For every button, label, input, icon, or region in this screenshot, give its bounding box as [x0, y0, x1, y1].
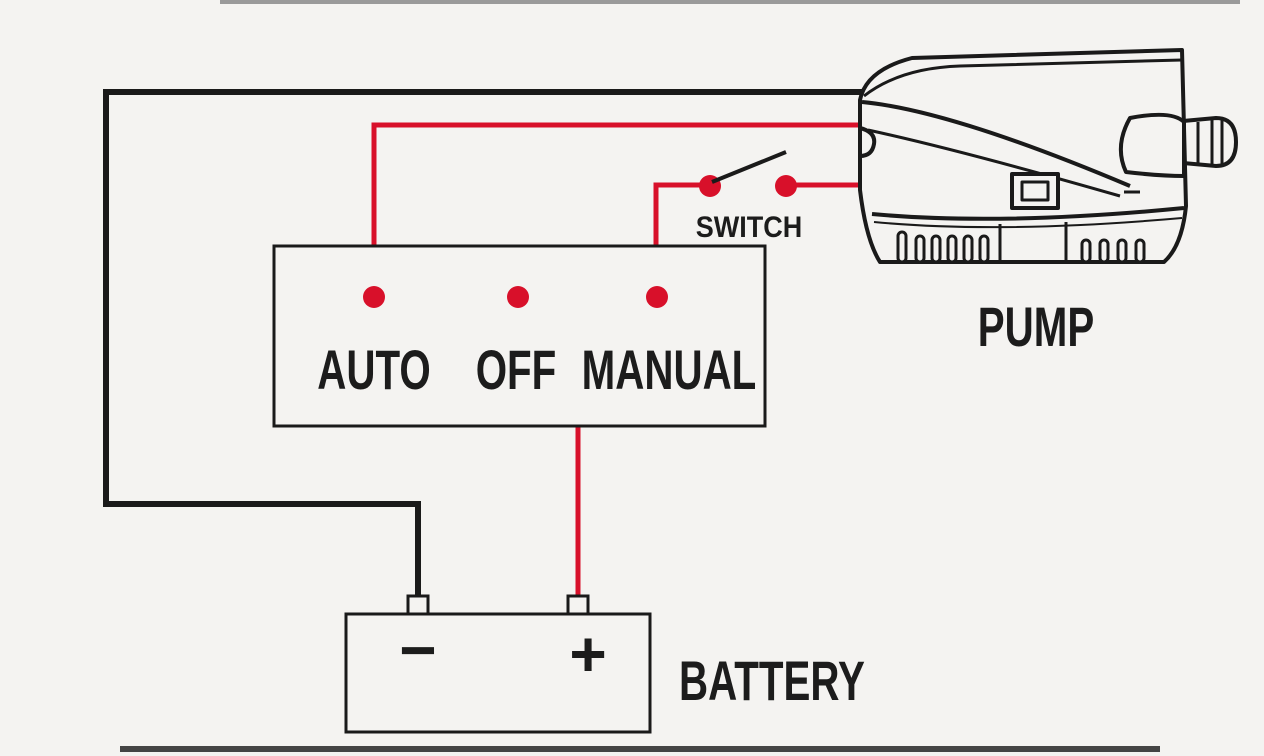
scan-edge-marks: [120, 0, 1240, 752]
switch-lever: [711, 150, 787, 184]
negative-wire-ground: [103, 89, 868, 596]
auto-wire: [371, 122, 868, 296]
battery-negative-post: [406, 594, 430, 616]
battery: − +: [344, 594, 652, 734]
selector-panel-box: [272, 244, 767, 428]
selector-switch-panel: AUTO OFF MANUAL: [272, 244, 767, 428]
auto-terminal: [363, 286, 385, 308]
battery-positive-symbol: +: [569, 618, 606, 690]
switch-terminal-right: [775, 175, 797, 197]
battery-body: [344, 612, 652, 734]
pump-illustration: [858, 48, 1238, 264]
pump-label: PUMP: [978, 297, 1094, 359]
battery-label: BATTERY: [679, 651, 865, 713]
manual-label: MANUAL: [582, 340, 757, 402]
auto-label: AUTO: [317, 340, 430, 402]
inline-switch: SWITCH: [696, 150, 802, 245]
off-label: OFF: [476, 340, 557, 402]
switch-label: SWITCH: [696, 211, 802, 245]
pump-body: [858, 48, 1188, 264]
pump-intake-slots: [896, 230, 1146, 264]
off-terminal: [507, 286, 529, 308]
manual-terminal: [646, 286, 668, 308]
pump-outlet-nozzle: [1170, 116, 1238, 168]
battery-positive-post: [566, 594, 590, 616]
battery-negative-symbol: −: [399, 614, 436, 686]
